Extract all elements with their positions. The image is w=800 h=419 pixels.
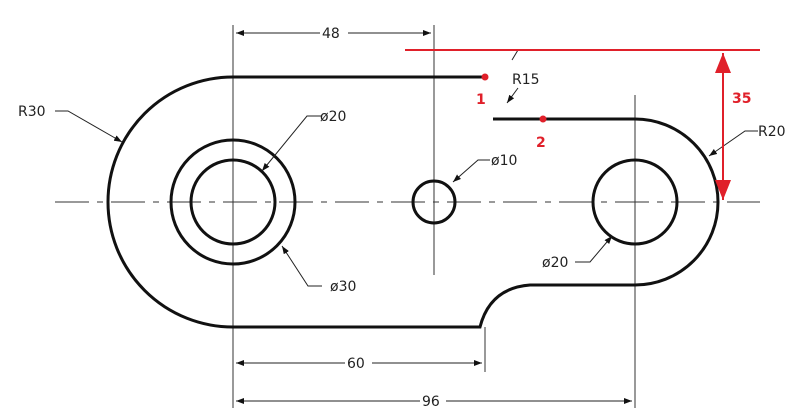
centerlines bbox=[55, 25, 760, 408]
hole-dia20-left bbox=[189, 158, 277, 246]
dim-r30: R30 bbox=[18, 104, 46, 120]
hole-dia20-right bbox=[591, 158, 679, 246]
dim-r20: R20 bbox=[758, 124, 786, 140]
boss-dia30 bbox=[169, 138, 297, 266]
point-2-marker bbox=[539, 115, 547, 123]
red-annotations bbox=[405, 49, 760, 200]
dim-48: 48 bbox=[322, 26, 340, 42]
hole-dia10 bbox=[411, 179, 457, 225]
dimension-lines bbox=[55, 30, 758, 404]
dim-dia10: ø10 bbox=[491, 153, 517, 169]
dim-96: 96 bbox=[422, 394, 440, 410]
point-2-label: 2 bbox=[536, 135, 546, 151]
dim-dia30: ø30 bbox=[330, 279, 356, 295]
dim-35: 35 bbox=[732, 91, 751, 107]
dim-dia20-right: ø20 bbox=[542, 255, 568, 271]
point-1-marker bbox=[481, 73, 489, 81]
dim-r15: R15 bbox=[512, 72, 540, 88]
point-1-label: 1 bbox=[476, 92, 486, 108]
dim-60: 60 bbox=[347, 356, 365, 372]
dim-dia20-left: ø20 bbox=[320, 109, 346, 125]
part-outline bbox=[106, 75, 720, 329]
